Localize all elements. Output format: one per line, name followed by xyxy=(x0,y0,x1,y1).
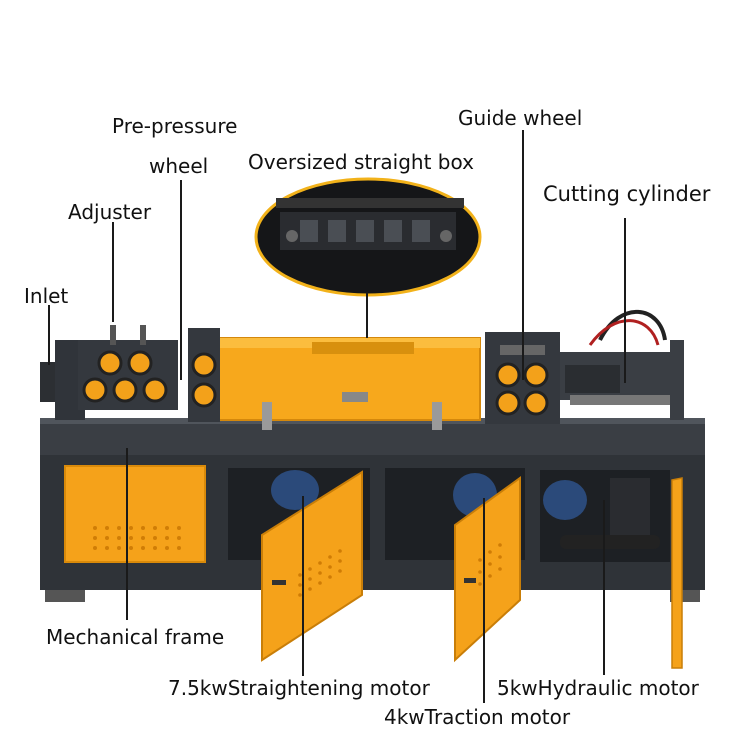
straight-box-callout xyxy=(254,177,482,297)
motor-door-2 xyxy=(454,476,521,663)
label-hydraulic-motor: 5kwHydraulic motor xyxy=(497,676,699,700)
leader-traction-motor xyxy=(483,498,485,703)
leader-mechanical-frame xyxy=(126,448,128,620)
leader-cutting-cylinder xyxy=(624,218,626,383)
motor-door-3 xyxy=(671,477,683,669)
cutting-cylinder xyxy=(560,309,684,420)
label-oversized-straight-box: Oversized straight box xyxy=(248,150,474,174)
label-pre-pressure-line2: wheel xyxy=(149,154,209,178)
label-mechanical-frame: Mechanical frame xyxy=(46,625,225,649)
leader-hydraulic-motor xyxy=(603,500,605,675)
leader-pre-pressure-wheel xyxy=(180,180,182,380)
label-traction-motor: 4kwTraction motor xyxy=(384,705,571,729)
inlet-unit xyxy=(40,325,220,422)
label-cutting-cylinder: Cutting cylinder xyxy=(543,182,711,206)
straight-box xyxy=(217,337,481,430)
label-inlet: Inlet xyxy=(24,284,69,308)
motor-door-1 xyxy=(261,470,363,662)
leader-oversized-straight-box xyxy=(366,292,368,338)
label-adjuster: Adjuster xyxy=(68,200,152,224)
label-guide-wheel: Guide wheel xyxy=(458,106,583,130)
leader-straightening-motor xyxy=(302,496,304,676)
left-service-panel xyxy=(64,465,206,563)
leader-guide-wheel xyxy=(522,130,524,380)
leader-inlet xyxy=(48,305,50,365)
label-pre-pressure-line1: Pre-pressure xyxy=(112,114,238,138)
leader-adjuster xyxy=(112,222,114,322)
label-straightening-motor: 7.5kwStraightening motor xyxy=(168,676,430,700)
